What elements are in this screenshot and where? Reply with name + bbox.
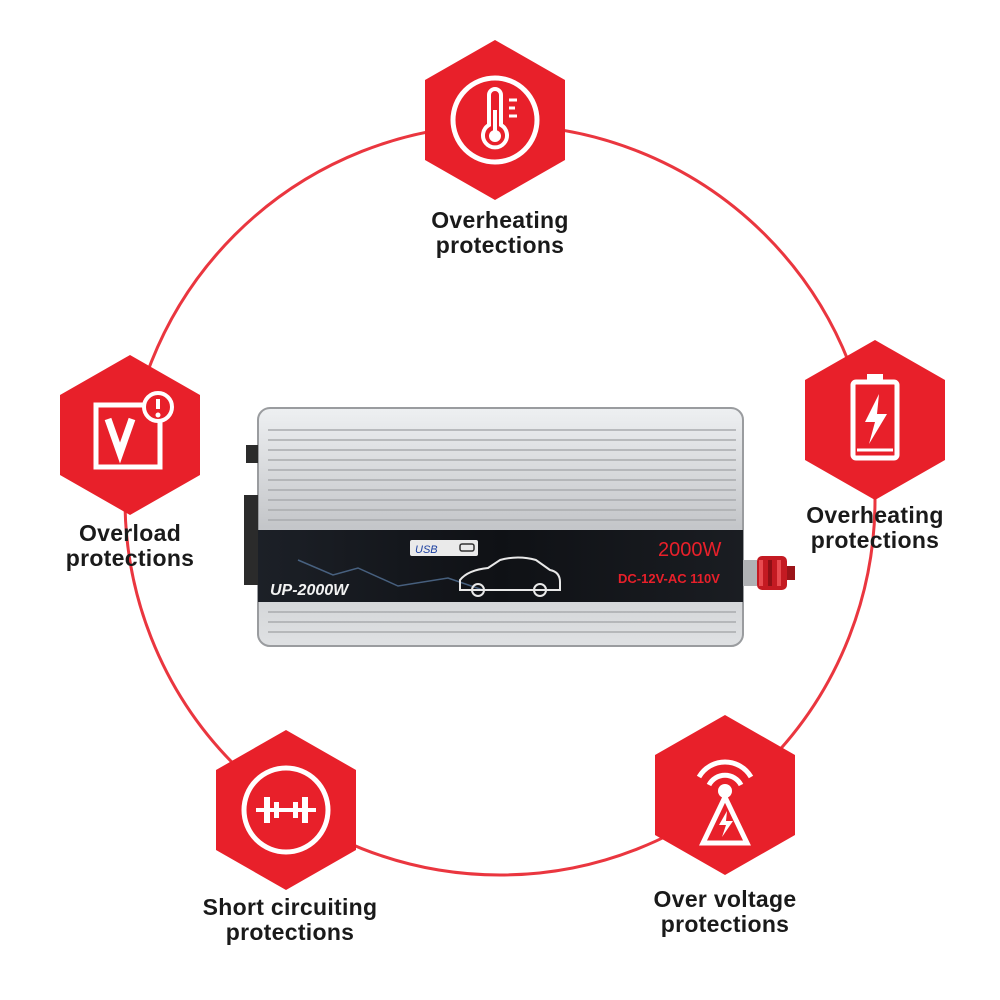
feature-short-circuiting: [216, 730, 356, 890]
heatsink-fins: [268, 429, 736, 633]
voltage-spec: DC-12V-AC 110V: [618, 571, 720, 586]
usb-label: USB: [415, 544, 438, 556]
feature-label-short-circuiting: Short circuiting protections: [202, 894, 378, 945]
thermometer-icon: [450, 75, 540, 165]
signal-tower-icon: [696, 759, 754, 846]
model-label: UP-2000W: [270, 582, 350, 599]
circuit-icon: [241, 765, 331, 855]
car-icon: [459, 556, 561, 597]
feature-overheating-top: [425, 40, 565, 200]
feature-over-voltage: [655, 715, 795, 875]
feature-label-over-voltage: Over voltage protections: [653, 886, 797, 937]
battery-icon: [850, 374, 900, 461]
feature-label-overload: Overload protections: [65, 520, 195, 571]
power-inverter-image: USB UP-2000W 2000W DC-12V-AC 110V: [244, 407, 795, 647]
power-rating: 2000W: [658, 539, 721, 561]
feature-label-overheating-right: Overheating protections: [806, 502, 944, 553]
feature-overheating-right: [805, 340, 945, 500]
overload-icon: [93, 391, 174, 470]
feature-overload: [60, 355, 200, 515]
feature-label-overheating-top: Overheating protections: [431, 207, 569, 258]
dc-terminal: [743, 556, 795, 590]
